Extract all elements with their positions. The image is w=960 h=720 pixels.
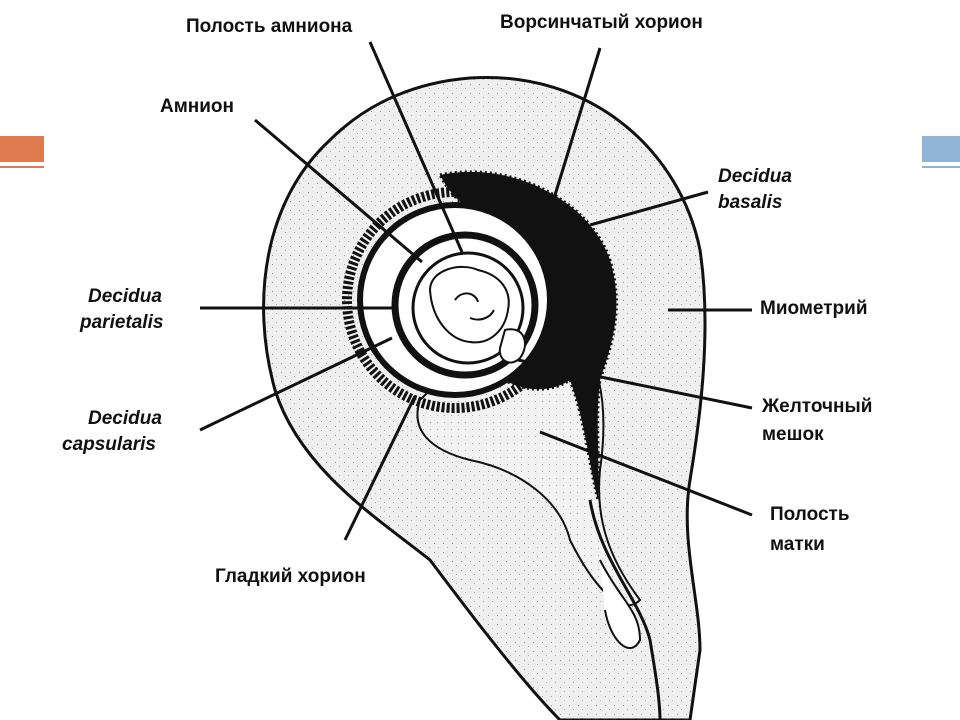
label-decidua-capsularis-line2: capsularis: [62, 434, 156, 455]
label-uterine-cavity-line1: Полость: [770, 504, 850, 525]
yolk-sac: [500, 329, 525, 362]
label-yolk-sac-line1: Желточный: [761, 396, 872, 417]
uterus-diagram-panel: Полость амниона Ворсинчатый хорион Амнио…: [48, 0, 914, 720]
uterus-diagram: Полость амниона Ворсинчатый хорион Амнио…: [48, 0, 914, 720]
label-uterine-cavity-line2: матки: [770, 534, 825, 555]
label-decidua-capsularis-line1: Decidua: [88, 408, 162, 429]
label-yolk-sac-line2: мешок: [762, 424, 824, 445]
label-smooth-chorion: Гладкий хорион: [215, 566, 366, 587]
slide-accent-bar-left: [0, 136, 44, 162]
label-villous-chorion: Ворсинчатый хорион: [500, 12, 703, 33]
label-decidua-basalis-line2: basalis: [718, 192, 782, 213]
slide-accent-line-left: [0, 166, 44, 168]
label-decidua-parietalis-line1: Decidua: [88, 286, 162, 307]
label-amnion-cavity: Полость амниона: [186, 16, 353, 37]
label-myometrium: Миометрий: [760, 298, 868, 319]
slide-accent-bar-right: [922, 136, 960, 162]
label-decidua-basalis-line1: Decidua: [718, 166, 792, 187]
label-decidua-parietalis-line2: parietalis: [79, 312, 163, 333]
label-amnion: Амнион: [160, 96, 234, 117]
slide-accent-line-right: [922, 166, 960, 168]
